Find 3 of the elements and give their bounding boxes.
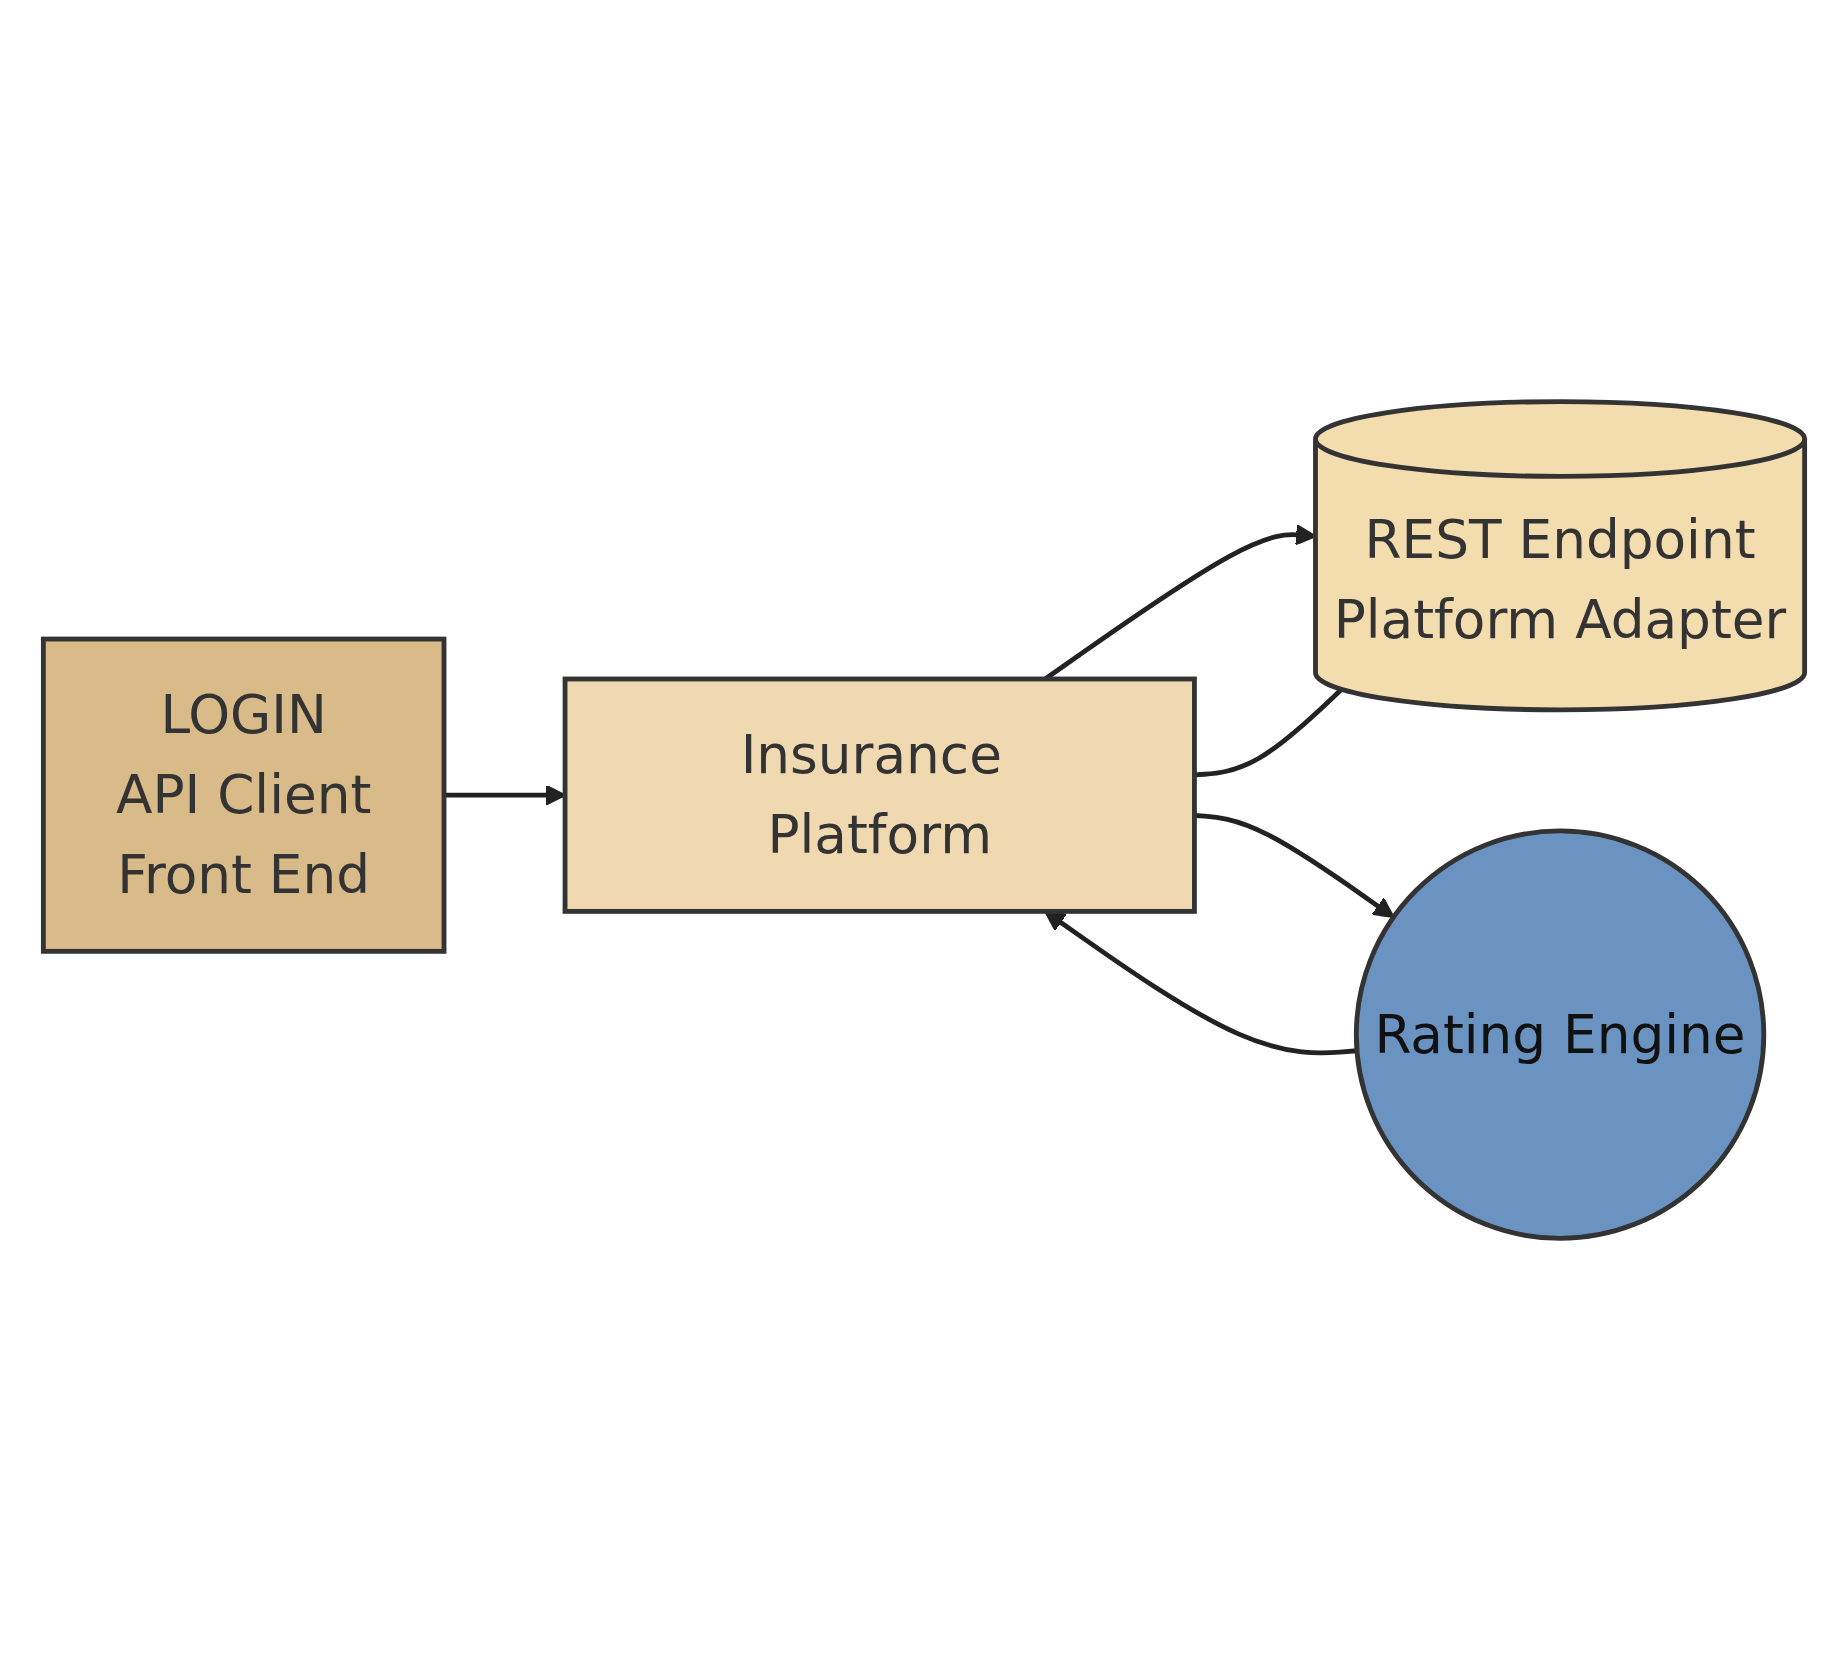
node-circle: Rating Engine	[1353, 828, 1766, 1241]
node-box: Insurance Platform	[562, 676, 1197, 914]
node-box: LOGIN API Client Front End	[40, 636, 446, 954]
